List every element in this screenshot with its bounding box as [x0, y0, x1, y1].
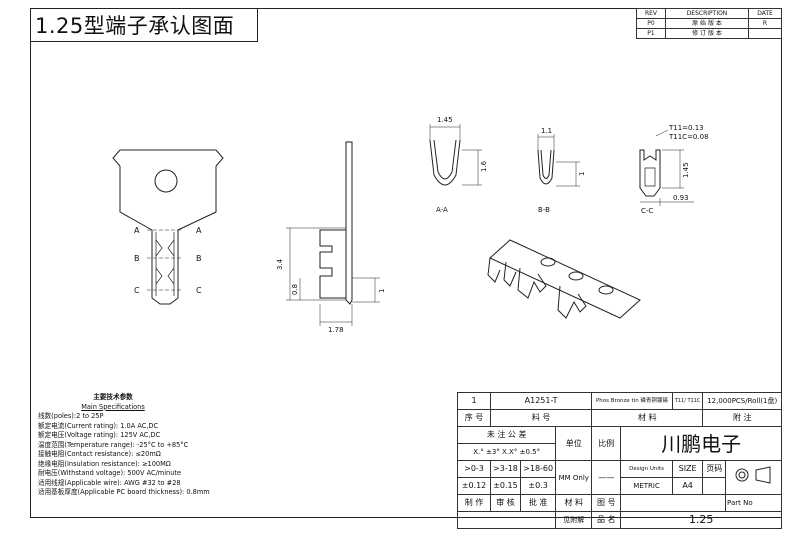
section-cc-label: C-C [641, 207, 653, 215]
spec-line: 适用基板厚度(Applicable PC board thickness): 0… [38, 488, 210, 496]
dim-1-6: 1.6 [480, 160, 488, 172]
section-a-right: A [196, 226, 202, 235]
tol-value-2: ±0.15 [490, 477, 521, 495]
product-name-value: 1.25 [620, 511, 782, 529]
part-no-label: Part No [725, 494, 782, 512]
specs-heading-en: Main Specifications [81, 402, 145, 411]
spec-line: 温度范围(Temperature range): -25°C to +85°C [38, 440, 189, 449]
projection-symbol [725, 460, 782, 495]
note-header: 附 注 [702, 409, 782, 427]
page-label: 页码 [702, 460, 727, 478]
drawing-no-label: 图 号 [591, 494, 622, 512]
tolerance-label: 未 注 公 差 [456, 426, 557, 444]
approve-label: 批 准 [519, 494, 557, 512]
spec-line: 接触电阻(Contact resistance): ≤20mΩ [38, 450, 161, 458]
dim-3-4: 3.4 [276, 258, 284, 270]
section-c-left: C [134, 286, 140, 295]
section-aa-view [429, 124, 482, 186]
projection-icon [735, 466, 771, 484]
company-name: 川鹏电子 [620, 426, 782, 461]
dim-1-b: 1 [578, 172, 586, 176]
terminal-side-view [286, 141, 380, 326]
dim-t11c: T11C=0.08 [668, 133, 709, 141]
tol-value-3: ±0.3 [519, 477, 557, 495]
terminal-reel-isometric [487, 239, 641, 319]
scale-value: —— [591, 460, 622, 495]
blank-cell [456, 511, 557, 529]
see-attach: 见附解 [555, 511, 593, 529]
section-cc-view [639, 129, 694, 206]
metric-value: METRIC [620, 477, 673, 495]
tol-value-1: ±0.12 [457, 477, 491, 495]
make-label: 制 作 [457, 494, 491, 512]
dim-0-93: 0.93 [673, 194, 689, 202]
spec-line: 绝缘电阻(Insulation resistance): ≥100MΩ [38, 459, 171, 468]
design-units-label: Design Units [620, 460, 673, 478]
thickness-cell: T11/ T11C [671, 392, 704, 410]
page-value [702, 477, 727, 495]
dim-0-8: 0.8 [291, 284, 299, 295]
revision-table: REV DESCRIPTION DATE P0 原 始 版 本 R P1 修 订… [636, 8, 782, 39]
section-a-left: A [134, 226, 140, 235]
drawing-frame [30, 8, 782, 518]
dim-1-45-top: 1.45 [437, 116, 453, 124]
dim-1-1: 1.1 [541, 127, 552, 135]
main-specifications: 主要技术参数 Main Specifications 线数(poles):2 t… [38, 393, 298, 498]
material-cell: Phos Bronze tin 磷青铜镀锡 [591, 392, 673, 410]
part-number-cell: A1251-T [489, 392, 593, 410]
spec-line: 线数(poles):2 to 25P [38, 412, 104, 420]
part-header: 料 号 [489, 409, 593, 427]
spec-line: 适用线规(Applicable wire): AWG #32 to #28 [38, 478, 181, 487]
drawing-no-value [620, 494, 727, 512]
spec-line: 额定电压(Voltage rating): 125V AC,DC [38, 431, 161, 439]
scale-label: 比例 [591, 426, 622, 461]
product-name-label: 品 名 [591, 511, 622, 529]
material-header: 材 料 [591, 409, 704, 427]
angle-tolerance: X.° ±3° X.X° ±0.5° [456, 443, 557, 461]
section-bb-view [537, 134, 580, 187]
tol-range-1: >0-3 [457, 460, 491, 478]
terminal-top-view [112, 149, 224, 305]
title-block: 1 A1251-T Phos Bronze tin 磷青铜镀锡 T11/ T11… [456, 392, 782, 529]
spec-line: 额定电流(Current rating): 1.0A AC,DC [38, 421, 159, 430]
section-b-left: B [134, 254, 140, 263]
seq-header: 序 号 [457, 409, 491, 427]
tol-range-2: >3-18 [490, 460, 521, 478]
spec-line: 耐电压(Withstand voltage): 500V AC/minute [38, 469, 182, 477]
dim-1-side: 1 [378, 289, 386, 293]
specs-heading: 主要技术参数 [93, 393, 133, 401]
material-label-2: 材 料 [555, 494, 593, 512]
drawing-title: 1.25型端子承认图面 [30, 8, 258, 42]
tol-range-3: >18-60 [519, 460, 557, 478]
mm-only: MM Only [555, 460, 593, 495]
section-c-right: C [196, 286, 202, 295]
review-label: 审 核 [490, 494, 521, 512]
section-b-right: B [196, 254, 202, 263]
section-bb-label: B-B [538, 206, 550, 214]
section-aa-label: A-A [436, 206, 448, 214]
row-number: 1 [457, 392, 491, 410]
dim-1-45-side: 1.45 [682, 162, 690, 178]
date-cell [748, 28, 782, 39]
dim-t11: T11=0.13 [668, 124, 704, 132]
size-label: SIZE [671, 460, 704, 478]
size-value: A4 [671, 477, 704, 495]
note-cell: 12,000PCS/Roll(1盘) [702, 392, 782, 410]
dim-1-78: 1.78 [328, 326, 344, 334]
unit-label: 单位 [555, 426, 593, 461]
